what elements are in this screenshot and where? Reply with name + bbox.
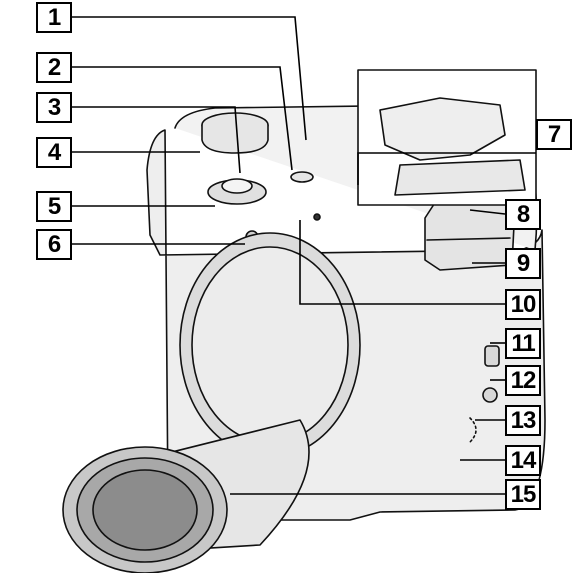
leader-lines bbox=[72, 16, 536, 495]
nfc-mark bbox=[469, 417, 477, 443]
callout-15: 15 bbox=[505, 479, 541, 510]
callout-8: 8 bbox=[505, 199, 541, 230]
strap-hook bbox=[484, 345, 500, 367]
lens-front bbox=[62, 446, 228, 573]
callout-13: 13 bbox=[505, 405, 541, 436]
wifi-antenna bbox=[482, 387, 498, 403]
shutter-button bbox=[207, 178, 267, 205]
power-button bbox=[290, 171, 314, 183]
callout-11: 11 bbox=[505, 328, 541, 359]
mode-dial bbox=[201, 112, 269, 154]
callout-7: 7 bbox=[536, 119, 572, 150]
callout-9: 9 bbox=[505, 248, 541, 279]
callout-5: 5 bbox=[36, 191, 72, 222]
callout-2: 2 bbox=[36, 52, 72, 83]
callout-10: 10 bbox=[505, 289, 541, 320]
callout-14: 14 bbox=[505, 445, 541, 476]
callout-3: 3 bbox=[36, 92, 72, 123]
callout-1: 1 bbox=[36, 2, 72, 33]
lens-ring bbox=[179, 232, 361, 458]
microphone bbox=[313, 213, 321, 221]
callout-4: 4 bbox=[36, 137, 72, 168]
callout-12: 12 bbox=[505, 365, 541, 396]
callout-6: 6 bbox=[36, 229, 72, 260]
